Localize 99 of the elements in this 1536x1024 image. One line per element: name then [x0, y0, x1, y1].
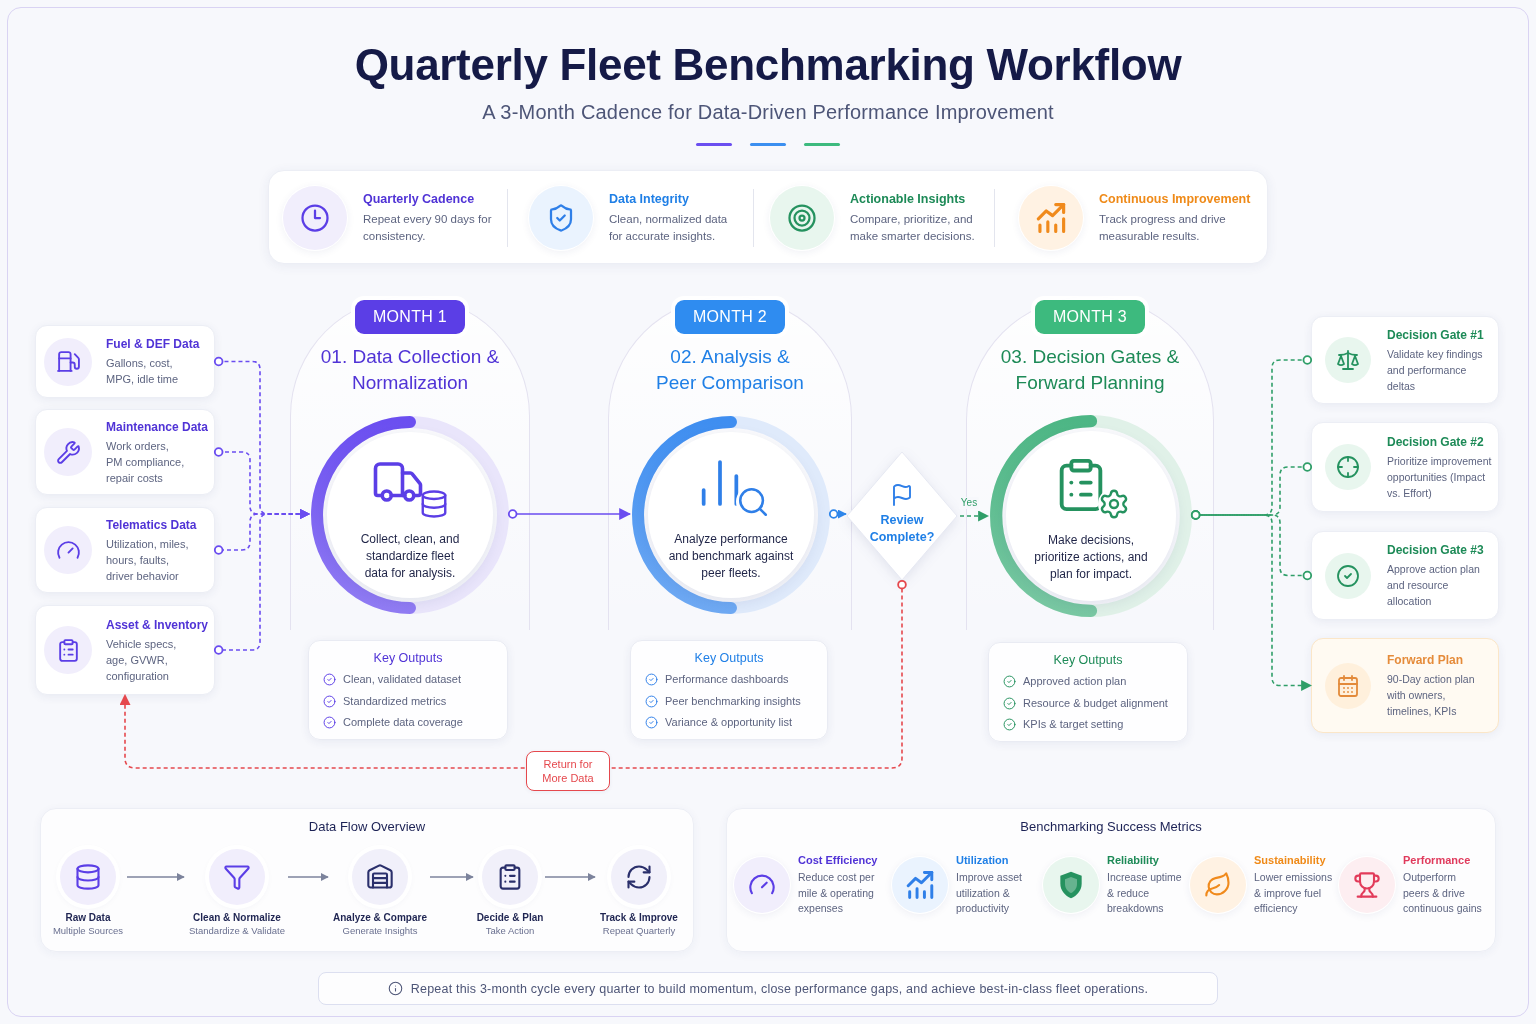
step-circle [989, 414, 1193, 618]
output-item: KPIs & target setting [1023, 717, 1124, 732]
key-outputs-card [630, 640, 828, 740]
metric-title: Sustainability [1254, 853, 1327, 868]
arrow [429, 873, 474, 881]
source-title: Asset & Inventory [106, 616, 210, 633]
dashed-arrow [1190, 510, 1313, 691]
outputs-heading: Key Outputs [1053, 652, 1123, 668]
dashed-arrow [213, 509, 310, 655]
step-title: 03. Decision Gates & Forward Planning [999, 345, 1181, 395]
gate-description: 90-Day action plan with owners, timelines, KPIs [1387, 672, 1476, 719]
flow-step-subtitle: Generate Insights [342, 925, 418, 937]
data-source-card [35, 507, 215, 593]
gate-title: Decision Gate #1 [1387, 326, 1485, 343]
metric-description: Reduce cost per mile & operating expenses [798, 870, 876, 917]
decision-label: Review Complete? [868, 511, 936, 546]
feature-description: Repeat every 90 days for consistency. [363, 212, 493, 244]
dashed-arrow [119, 579, 907, 769]
decision-diamond [846, 451, 958, 581]
gate-title: Forward Plan [1387, 652, 1464, 668]
feature-description: Track progress and drive measurable results. [1099, 212, 1227, 244]
feature-description: Compare, prioritize, and make smarter decisions. [850, 212, 976, 244]
step-title: 02. Analysis & Peer Comparison [655, 345, 805, 395]
flow-step-subtitle: Multiple Sources [52, 925, 124, 937]
gate-description: Validate key findings and performance deltas [1387, 346, 1484, 394]
panel-title: Data Flow Overview [308, 818, 426, 835]
arrow [126, 873, 185, 881]
panel-title: Benchmarking Success Metrics [1020, 818, 1202, 835]
output-item: Variance & opportunity list [665, 715, 792, 730]
source-title: Fuel & DEF Data [106, 336, 201, 352]
step-circle [631, 415, 831, 615]
source-description: Work orders, PM compliance, repair costs [106, 438, 186, 486]
data-source-card [35, 325, 215, 398]
flow-step-subtitle: Take Action [485, 925, 535, 937]
gate-description: Prioritize improvement opportunities (Impact vs. Effort) [1387, 453, 1493, 501]
feature-strip-card [268, 170, 1268, 264]
key-outputs-card [308, 640, 508, 740]
feature-title: Actionable Insights [850, 191, 967, 207]
step-description: Collect, clean, and standardize fleet data for analysis. [359, 530, 461, 582]
step-title: 01. Data Collection & Normalization [319, 345, 501, 395]
metric-title: Cost Efficiency [798, 853, 879, 868]
edge-label: Yes [958, 497, 980, 509]
flow-step-title: Decide & Plan [476, 911, 544, 924]
metric-description: Lower emissions & improve fuel efficiency [1254, 870, 1334, 917]
output-item: Performance dashboards [665, 672, 789, 687]
flow-step-title: Clean & Normalize [193, 911, 281, 924]
forward-plan-card [1311, 638, 1499, 733]
flow-step-title: Track & Improve [600, 911, 678, 924]
feature-title: Quarterly Cadence [363, 191, 476, 207]
source-description: Utilization, miles, hours, faults, driver behavior [106, 536, 190, 584]
step-description: Analyze performance and benchmark against peer fleets. [667, 530, 795, 582]
edge-label: Return for More Data [526, 751, 610, 791]
gate-title: Decision Gate #2 [1387, 433, 1485, 450]
key-outputs-card [988, 642, 1188, 742]
output-item: Complete data coverage [343, 715, 463, 730]
flow-step-title: Analyze & Compare [333, 911, 427, 924]
output-item: Approved action plan [1023, 674, 1127, 689]
section-panel [40, 808, 694, 952]
note-text: Repeat this 3-month cycle every quarter to build momentum, close performance gaps, and achieve best-in-class fleet operations. [410, 980, 1149, 997]
gate-description: Approve action plan and resource allocation [1387, 562, 1481, 609]
output-item: Standardized metrics [343, 693, 447, 709]
metric-title: Utilization [956, 853, 1010, 868]
output-item: Peer benchmarking insights [665, 693, 801, 709]
flow-step-subtitle: Repeat Quarterly [602, 925, 676, 937]
data-source-card [35, 409, 215, 495]
flow-step-subtitle: Standardize & Validate [189, 925, 285, 937]
note-bar [318, 972, 1218, 1005]
metric-description: Increase uptime & reduce breakdowns [1107, 870, 1183, 917]
outputs-heading: Key Outputs [694, 650, 764, 666]
step-description: Make decisions, prioritize actions, and plan for impact. [1033, 531, 1149, 583]
source-description: Gallons, cost, MPG, idle time [106, 356, 180, 387]
page-title: Quarterly Fleet Benchmarking Workflow [354, 39, 1182, 91]
step-circle [310, 415, 510, 615]
output-item: Resource & budget alignment [1023, 695, 1168, 711]
metric-title: Reliability [1107, 853, 1160, 868]
metric-title: Performance [1403, 853, 1472, 868]
outputs-heading: Key Outputs [373, 650, 443, 666]
arrow [828, 509, 847, 519]
data-source-card [35, 605, 215, 695]
source-description: Vehicle specs, age, GVWR, configuration [106, 636, 178, 684]
feature-title: Data Integrity [609, 191, 690, 207]
flow-step-title: Raw Data [65, 911, 111, 924]
feature-title: Continuous Improvement [1099, 191, 1252, 207]
metric-description: Improve asset utilization & productivity [956, 870, 1023, 917]
source-title: Maintenance Data [106, 418, 210, 435]
arrow [287, 873, 329, 881]
decision-gate-card [1311, 316, 1499, 404]
arrow [544, 873, 596, 881]
subtitle: A 3-Month Cadence for Data-Driven Performance Improvement [482, 100, 1054, 125]
section-panel [726, 808, 1496, 952]
decision-gate-card [1311, 531, 1499, 620]
gate-title: Decision Gate #3 [1387, 542, 1485, 558]
decision-gate-card [1311, 422, 1499, 512]
feature-description: Clean, normalized data for accurate insights. [609, 212, 729, 244]
source-title: Telematics Data [106, 516, 198, 533]
metric-description: Outperform peers & drive continuous gains [1403, 870, 1483, 917]
arrow [507, 508, 632, 520]
output-item: Clean, validated dataset [343, 672, 462, 687]
dashed-arrow [957, 510, 990, 522]
